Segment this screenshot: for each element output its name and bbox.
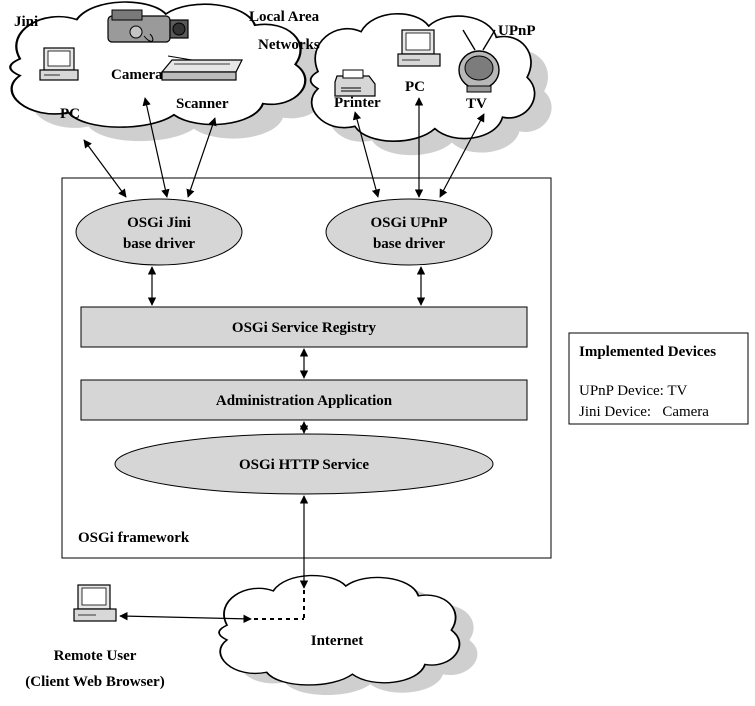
jini-pc-label: PC — [60, 106, 80, 122]
lan-label-line1: Local Area — [249, 9, 320, 25]
admin-app-box — [80, 379, 528, 421]
scanner-label: Scanner — [176, 96, 229, 112]
internet-label: Internet — [311, 633, 364, 649]
remote-user-pc-icon — [73, 584, 117, 622]
printer-icon — [334, 69, 376, 97]
camera-icon — [107, 9, 189, 43]
upnp-cloud-label: UPnP — [498, 23, 536, 39]
lan-label-line2: Networks — [258, 37, 320, 53]
legend-title: Implemented Devices — [579, 344, 716, 360]
arrow-printer-driver — [352, 111, 381, 198]
legend-line-jini: Jini Device: Camera — [579, 404, 709, 420]
remote-user-sublabel: (Client Web Browser) — [25, 674, 164, 690]
upnp-pc-icon — [397, 29, 441, 67]
remote-user-label: Remote User — [54, 648, 137, 664]
http-service-ellipse — [114, 433, 494, 495]
jini-base-driver-ellipse — [75, 198, 243, 266]
upnp-driver-label-line1: OSGi UPnP — [370, 215, 447, 231]
jini-driver-label-line2: base driver — [123, 236, 195, 252]
scanner-icon — [160, 55, 243, 81]
upnp-pc-label: PC — [405, 79, 425, 95]
legend-box — [568, 332, 749, 425]
arrow-remote-user-internet — [119, 611, 252, 624]
tv-icon — [458, 29, 500, 93]
legend-line-upnp: UPnP Device: TV — [579, 383, 687, 399]
internet-cloud-outline — [218, 574, 461, 686]
admin-app-label: Administration Application — [216, 393, 393, 409]
jini-cloud-label: Jini — [14, 14, 38, 30]
arrow-jini-pc-driver — [83, 139, 127, 198]
service-registry-box — [80, 306, 528, 348]
upnp-driver-label-line2: base driver — [373, 236, 445, 252]
arrow-scanner-driver — [186, 117, 217, 198]
jini-pc-icon — [39, 47, 79, 81]
service-registry-label: OSGi Service Registry — [232, 320, 377, 336]
jini-driver-label-line1: OSGi Jini — [127, 215, 191, 231]
http-service-label: OSGi HTTP Service — [239, 457, 369, 473]
tv-label: TV — [466, 96, 487, 112]
arrow-camera-driver — [142, 97, 170, 198]
implemented-devices-legend: Implemented Devices UPnP Device: TV Jini… — [568, 332, 749, 425]
osgi-framework-label: OSGi framework — [78, 530, 190, 546]
printer-label: Printer — [334, 95, 381, 111]
camera-label: Camera — [111, 67, 163, 83]
upnp-base-driver-ellipse — [325, 198, 493, 266]
arrow-tv-driver — [439, 113, 485, 198]
